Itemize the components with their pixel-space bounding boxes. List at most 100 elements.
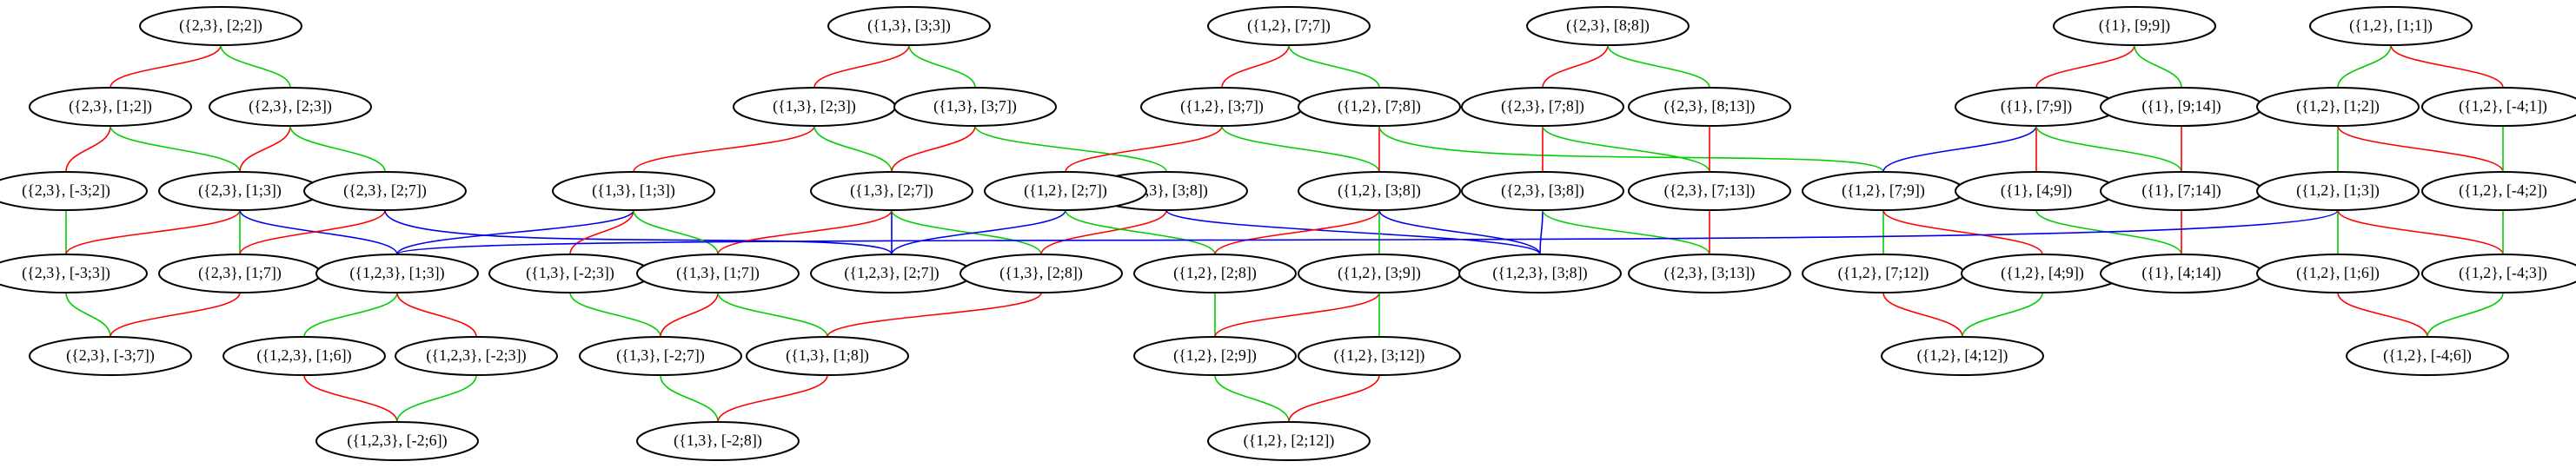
graph-node: ({1}, [7;9]) <box>1955 87 2118 127</box>
node-label: ({1,2}, [-4;6]) <box>2383 346 2472 365</box>
graph-node: ({2,3}, [1;3]) <box>158 171 322 211</box>
node-label: ({2,3}, [2;7]) <box>343 181 427 200</box>
graph-node: ({1,2}, [2;8]) <box>1133 254 1297 293</box>
graph-node: ({1,2}, [1;1]) <box>2309 6 2473 46</box>
graph-node: ({1,3}, [1;3]) <box>552 171 715 211</box>
node-label: ({1,2,3}, [1;3]) <box>349 264 444 282</box>
node-ellipse <box>1207 6 1371 46</box>
edge-red-n50-n53 <box>1882 292 1963 338</box>
node-ellipse <box>315 421 479 461</box>
edge-red-n31-n32 <box>1214 209 1380 255</box>
node-label: ({2,3}, [8;13]) <box>1664 97 1756 115</box>
graph-node: ({1,2}, [-4;2]) <box>2421 171 2576 211</box>
node-label: ({2,3}, [-3;2]) <box>22 181 110 200</box>
graph-node: ({2,3}, [7;13]) <box>1628 171 1791 211</box>
node-ellipse <box>2421 254 2576 293</box>
node-label: ({1,2}, [2;7]) <box>1024 181 1107 200</box>
node-label: ({1,2,3}, [-2;6]) <box>347 432 447 450</box>
node-label: ({1}, [9;14]) <box>2141 97 2221 115</box>
node-label: ({1,2}, [4;9]) <box>2001 264 2084 282</box>
node-label: ({1,3}, [-2;7]) <box>616 346 705 365</box>
graph-node: ({1,2}, [7;12]) <box>1802 254 1965 293</box>
graph-node: ({1,3}, [2;8]) <box>959 254 1123 293</box>
graph-node: ({1,2}, [2;9]) <box>1133 336 1297 376</box>
edge-green-n09-n11 <box>303 292 398 338</box>
graph-node: ({2,3}, [-3;3]) <box>0 254 148 293</box>
edge-red-n21-n24 <box>660 292 719 338</box>
edge-green-n30-n32 <box>1065 209 1216 255</box>
node-label: ({1,2}, [2;8]) <box>1173 264 1257 282</box>
node-ellipse <box>1458 254 1622 293</box>
edge-red-n16-n18 <box>891 125 976 173</box>
edge-red-n59-n61 <box>2337 292 2428 338</box>
node-ellipse <box>139 6 302 46</box>
edge-red-n55-n58 <box>2337 125 2504 173</box>
graph-node: ({1,2}, [-4;3]) <box>2421 254 2576 293</box>
graph-node: ({1,3}, [3;7]) <box>893 87 1057 127</box>
node-label: ({1,3}, [1;3]) <box>592 181 675 200</box>
node-ellipse <box>1133 254 1297 293</box>
graph-node: ({1}, [4;14]) <box>2100 254 2263 293</box>
edge-red-n33-n34 <box>1214 292 1380 338</box>
node-ellipse <box>1461 171 1624 211</box>
graph-node: ({1}, [7;14]) <box>2100 171 2263 211</box>
node-label: ({2,3}, [1;7]) <box>198 264 282 282</box>
edge-green-n34-n36 <box>1214 374 1290 423</box>
node-label: ({1,3}, [2;7]) <box>850 181 933 200</box>
edge-green-n21-n25 <box>717 292 828 338</box>
graph-node: ({2,3}, [-3;2]) <box>0 171 148 211</box>
node-label: ({2,3}, [8;8]) <box>1566 16 1650 35</box>
node-ellipse <box>222 336 386 376</box>
edge-green-n02-n05 <box>110 125 241 173</box>
node-label: ({1,2}, [1;1]) <box>2349 16 2433 35</box>
graph-node: ({2,3}, [8;8]) <box>1526 6 1690 46</box>
node-ellipse <box>1133 336 1297 376</box>
node-ellipse <box>29 87 192 127</box>
graph-node: ({1,2}, [3;8]) <box>1298 171 1461 211</box>
graph-node: ({1,2}, [4;12]) <box>1881 336 2044 376</box>
graph-node: ({1,2,3}, [1;3]) <box>315 254 479 293</box>
edge-green-n12-n13 <box>396 374 477 423</box>
edge-red-n15-n17 <box>633 125 815 173</box>
node-ellipse <box>746 336 909 376</box>
edge-red-n14-n15 <box>813 44 910 89</box>
node-ellipse <box>1881 336 2044 376</box>
graph-node: ({2,3}, [3;13]) <box>1628 254 1791 293</box>
edge-green-n24-n26 <box>660 374 719 423</box>
graph-node: ({1,2}, [-4;1]) <box>2421 87 2576 127</box>
graph-node: ({1,2,3}, [-2;6]) <box>315 421 479 461</box>
graph-node: ({2,3}, [1;2]) <box>29 87 192 127</box>
node-ellipse <box>1628 171 1791 211</box>
edge-red-n09-n12 <box>396 292 477 338</box>
node-label: ({2,3}, [2;3]) <box>249 97 332 115</box>
node-ellipse <box>2256 254 2420 293</box>
edge-blue-n40-n42 <box>1539 209 1544 255</box>
node-label: ({1,2}, [7;8]) <box>1338 97 1421 115</box>
edge-blue-n19-n42 <box>1165 209 1541 255</box>
edge-red-n35-n36 <box>1288 374 1380 423</box>
graph-node: ({1,3}, [2;7]) <box>810 171 973 211</box>
node-label: ({1,2}, [3;9]) <box>1338 264 1421 282</box>
node-ellipse <box>0 254 148 293</box>
node-label: ({2,3}, [1;2]) <box>69 97 152 115</box>
edge-green-n54-n55 <box>2337 44 2392 89</box>
graph-node: ({1,3}, [-2;3]) <box>488 254 652 293</box>
node-ellipse <box>579 336 742 376</box>
node-label: ({1,3}, [-2;3]) <box>526 264 614 282</box>
node-label: ({1,2}, [3;8]) <box>1338 181 1421 200</box>
edge-blue-n05-n09 <box>239 209 398 255</box>
edge-red-n44-n45 <box>2035 44 2135 89</box>
node-ellipse <box>1628 254 1791 293</box>
edge-green-n03-n06 <box>289 125 386 173</box>
node-ellipse <box>636 421 800 461</box>
node-label: ({1,3}, [2;3]) <box>773 97 856 115</box>
nodes-layer: ({2,3}, [2;2])({2,3}, [1;2])({2,3}, [2;3… <box>0 6 2576 461</box>
graph-node: ({1}, [4;9]) <box>1955 171 2118 211</box>
node-label: ({1,2,3}, [2;7]) <box>844 264 939 282</box>
graph-node: ({1,3}, [-2;8]) <box>636 421 800 461</box>
node-label: ({2,3}, [-3;3]) <box>22 264 110 282</box>
graph-node: ({1,2,3}, [-2;3]) <box>395 336 558 376</box>
graph-node: ({1,3}, [3;3]) <box>827 6 991 46</box>
graph-node: ({1,2}, [7;9]) <box>1802 171 1965 211</box>
node-ellipse <box>303 171 467 211</box>
